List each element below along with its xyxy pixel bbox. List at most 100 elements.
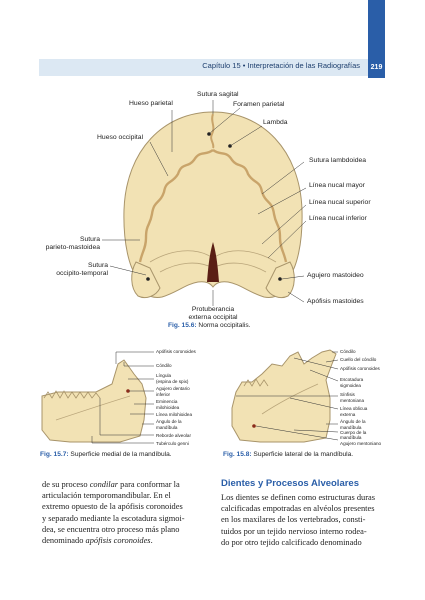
left-line-2: articulación temporomandibular. En el: [42, 491, 171, 501]
label-linea-nucal-mayor: Línea nucal mayor: [309, 182, 365, 189]
left-line-6-a: denominado: [42, 536, 86, 546]
label-sutura-sagital: Sutura sagital: [197, 91, 239, 98]
fig7-label-angulo: Ángulo de la: [156, 419, 182, 424]
left-line-6-italic: apófisis coronoides: [85, 536, 151, 546]
sagittal-suture: [210, 113, 215, 149]
left-line-6: denominado apófisis coronoides.: [42, 535, 207, 546]
running-header: Capítulo 15 • Interpretación de las Radi…: [39, 59, 368, 76]
right-line-4: tuidos por un tejido nervioso interno ro…: [221, 526, 367, 536]
left-line-3: extremo opuesto de la apófisis coronoide…: [42, 502, 183, 512]
figure-15-7-leader-lines: [91, 351, 154, 444]
running-title: Capítulo 15 • Interpretación de las Radi…: [202, 61, 360, 70]
figure-15-6-caption-text: Norma occipitalis.: [196, 322, 251, 329]
fig7-label-linea-milohioidea: Línea milohioidea: [156, 412, 193, 417]
left-line-1-a: de su proceso: [42, 480, 90, 489]
parietal-foramen-dot: [207, 132, 211, 136]
figure-15-7-caption-label: Fig. 15.7:: [40, 451, 69, 458]
label-linea-nucal-inferior: Línea nucal inferior: [309, 215, 367, 222]
left-line-1-italic: condilar: [89, 480, 119, 489]
figure-15-7-caption-text: Superficie medial de la mandíbula.: [68, 451, 172, 458]
header-accent-bar: [368, 0, 385, 78]
figure-15-6-caption-label: Fig. 15.6:: [168, 322, 197, 329]
fig8-label-linea-oblicua-2: externa: [340, 412, 356, 417]
label-agujero-mastoideo: Agujero mastoideo: [307, 272, 364, 279]
label-lambda: Lambda: [263, 119, 288, 126]
mental-foramen-dot: [252, 424, 256, 428]
fig7-label-agujero-dentario-2: inferior: [156, 392, 171, 397]
mandible-medial-teeth: [43, 390, 101, 399]
mandibular-foramen-dot: [126, 389, 130, 393]
label-sutura-ot-line2: occipito-temporal: [56, 269, 108, 277]
right-column-text: Los dientes se definen como estructuras …: [221, 492, 389, 548]
occipital-protuberance: [207, 242, 219, 282]
left-line-1: de su proceso condilar para conformar la: [42, 479, 207, 490]
figure-15-8-caption-label: Fig. 15.8:: [223, 451, 252, 458]
figure-15-8-leader-lines: [236, 351, 339, 441]
mastoid-foramen-left: [146, 277, 150, 281]
fig8-label-angulo-2: mandíbula: [340, 425, 362, 430]
label-foramen-parietal: Foramen parietal: [233, 101, 285, 108]
mylohyoid-line: [55, 395, 131, 421]
fig7-label-tuberculo-genni: Tubérculo genni: [156, 441, 189, 446]
fig8-label-agujero-mentoniano: Agujero mentoniano: [340, 441, 382, 446]
label-sutura-ot-line1: Sutura: [87, 262, 108, 269]
fig7-label-condilo: Cóndilo: [156, 363, 172, 368]
fig8-label-condilo: Cóndilo: [340, 349, 356, 354]
page-number: 219: [368, 59, 385, 76]
external-oblique-line: [261, 383, 319, 415]
figure-15-8-caption-text: Superficie lateral de la mandíbula.: [251, 451, 354, 458]
fig7-label-apofisis-coronoides: Apófisis coronoides: [156, 349, 196, 354]
label-sutura-occipito-temporal: Sutura occipito-temporal: [40, 262, 108, 278]
fig8-label-escotadura: Escotadura: [340, 377, 364, 382]
fig7-label-eminencia-2: milohioidea: [156, 405, 180, 410]
left-line-1-c: para conformar la: [118, 480, 180, 489]
fig8-label-escotadura-2: sigmoidea: [340, 383, 361, 388]
label-protuberancia: Protuberancia externa occipital: [170, 306, 256, 322]
fig7-label-agujero-dentario: Agujero dentario: [156, 386, 190, 391]
lambdoid-suture: [138, 148, 288, 263]
fig8-label-sinfisis: Sínfisis: [340, 392, 355, 397]
fig7-label-angulo-2: mandíbula: [156, 425, 178, 430]
section-heading: Dientes y Procesos Alveolares: [221, 478, 359, 489]
label-apofisis-mastoides: Apófisis mastoides: [307, 298, 364, 305]
left-line-4: y separado mediante la escotadura sigmoi…: [42, 513, 185, 523]
label-protuberancia-line2: externa occipital: [188, 313, 238, 321]
figure-15-6-leader-lines: [102, 100, 307, 306]
figure-15-8-caption: Fig. 15.8: Superficie lateral de la mand…: [223, 451, 353, 458]
label-linea-nucal-superior: Línea nucal superior: [309, 199, 371, 206]
label-sutura-pm-line1: Sutura: [79, 236, 100, 243]
fig8-label-linea-oblicua: Línea oblicua: [340, 406, 368, 411]
fig7-label-reborde-alveolar: Reborde alveolar: [156, 433, 191, 438]
label-protuberancia-line1: Protuberancia: [191, 306, 235, 313]
label-hueso-occipital: Hueso occipital: [97, 134, 144, 141]
fig8-label-cuello-condilo: Cuello del cóndilo: [340, 357, 377, 362]
label-sutura-pm-line2: parieto-mastoidea: [45, 243, 100, 251]
left-line-5: dea, se encuentra otro proceso más plano: [42, 524, 180, 534]
right-line-5: do por otro tejido calcificado denominad…: [221, 537, 362, 547]
fig8-label-angulo: Ángulo de la: [340, 419, 366, 424]
label-sutura-lambdoidea: Sutura lambdoidea: [309, 157, 367, 164]
label-hueso-parietal: Hueso parietal: [129, 100, 173, 107]
skull-outline: [123, 111, 303, 299]
label-sutura-parieto-mastoidea: Sutura parieto-mastoidea: [38, 236, 100, 252]
fig7-label-lingula: Língula: [156, 373, 172, 378]
figure-15-6-caption: Fig. 15.6: Norma occipitalis.: [168, 322, 250, 329]
figure-15-7-caption: Fig. 15.7: Superficie medial de la mandí…: [40, 451, 172, 458]
right-line-3: en los maxilares de los vertebrados, con…: [221, 515, 366, 525]
fig8-label-cuerpo-2: mandíbula: [340, 435, 362, 440]
right-line-2: calcificadas empotradas en alvéolos pres…: [221, 504, 375, 514]
mandible-lateral-teeth: [243, 378, 269, 387]
fig7-label-espina-spix: (espina de spix): [156, 379, 189, 384]
mastoid-left: [131, 261, 161, 299]
mastoid-foramen-right: [278, 277, 282, 281]
fig8-label-cuerpo: Cuerpo de la: [340, 430, 367, 435]
left-line-6-c: .: [150, 536, 153, 546]
fig8-label-sinfisis-2: mentoniana: [340, 398, 365, 403]
right-line-1: Los dientes se definen como estructuras …: [221, 493, 375, 502]
fig7-label-eminencia: Eminencia: [156, 399, 178, 404]
left-column-text: de su proceso condilar para conformar la…: [42, 479, 207, 546]
fig8-label-apofisis-coronoides: Apófisis coronoides: [340, 366, 380, 371]
